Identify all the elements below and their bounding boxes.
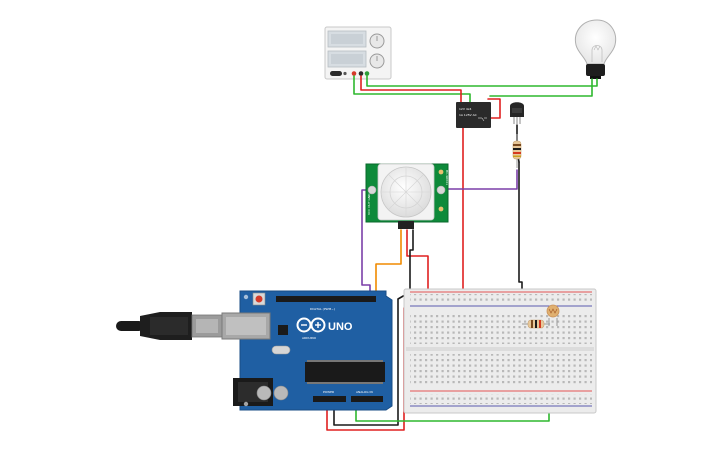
digital-header-label: DIGITAL (PWM~) (310, 307, 335, 311)
bulb-socket (586, 64, 605, 76)
power-supply[interactable] (324, 26, 392, 80)
wire-supply-positive[interactable] (360, 75, 462, 109)
transistor[interactable] (510, 102, 524, 124)
analog-header (351, 396, 383, 402)
wire-relay-vcc[interactable] (462, 98, 501, 297)
digital-header (276, 296, 376, 302)
resistor-breadboard[interactable] (522, 319, 550, 329)
wire-supply-to-bulb[interactable] (366, 75, 598, 87)
analog-header-label: ANALOG IN (356, 390, 373, 394)
uno-text: UNO (328, 321, 353, 333)
pir-potentiometer-2[interactable] (438, 206, 444, 212)
pir-mount-hole-left (367, 185, 377, 195)
pir-mount-hole-right (436, 185, 446, 195)
arduino-logo (296, 317, 326, 333)
capacitor-2 (273, 385, 289, 401)
negative-terminal[interactable] (358, 71, 364, 76)
usb-cable[interactable] (116, 312, 223, 340)
center-channel (406, 347, 594, 351)
positive-terminal[interactable] (351, 71, 357, 76)
breadboard[interactable] (403, 288, 597, 414)
power-header-label: POWER (323, 390, 334, 394)
photoresistor[interactable] (546, 304, 560, 326)
crystal (271, 345, 291, 355)
ground-terminal[interactable] (364, 71, 370, 76)
power-switch[interactable] (330, 71, 342, 76)
wire-pir-out-transistor[interactable] (443, 169, 518, 190)
relay[interactable]: 12V 4x4 1A 125V AC (456, 102, 491, 128)
wire-bulb-return[interactable] (353, 75, 471, 103)
capacitor-1 (256, 385, 272, 401)
pir-pin-header (398, 221, 414, 229)
wire-arduino-gnd[interactable] (333, 294, 406, 426)
wire-pir-to-arduino[interactable] (361, 189, 373, 297)
arduino-maker-text: ARDUINO (302, 336, 317, 340)
pir-potentiometer[interactable] (438, 169, 444, 175)
wire-pir-vcc[interactable] (406, 229, 429, 297)
voltage-display-inner (331, 34, 363, 44)
current-display-inner (331, 54, 363, 64)
wire-pir-signal[interactable] (375, 229, 402, 297)
pir-left-label: VCC OUT GND (367, 193, 371, 215)
top-terminal-strip[interactable] (410, 312, 592, 344)
relay-label-line2: 1A 125V AC (459, 113, 477, 117)
wire-relay-to-bulb[interactable] (489, 78, 593, 97)
pir-right-label: HC-SR501 (445, 170, 449, 185)
wire-pir-gnd[interactable] (409, 229, 414, 297)
icsp-chip (278, 325, 288, 335)
arduino-uno[interactable]: DIGITAL (PWM~) UNO ARDUINO POWER ANALOG … (221, 290, 393, 411)
resistor[interactable] (512, 134, 522, 168)
bottom-power-rail[interactable] (410, 394, 592, 404)
light-bulb[interactable] (574, 19, 617, 79)
top-power-rail[interactable] (410, 294, 592, 304)
relay-label-line1: 12V 4x4 (459, 107, 472, 111)
pir-sensor[interactable]: VCC OUT GND HC-SR501 (365, 163, 449, 229)
power-header (313, 396, 346, 402)
atmega-chip (305, 362, 385, 382)
bottom-terminal-strip[interactable] (410, 354, 592, 386)
